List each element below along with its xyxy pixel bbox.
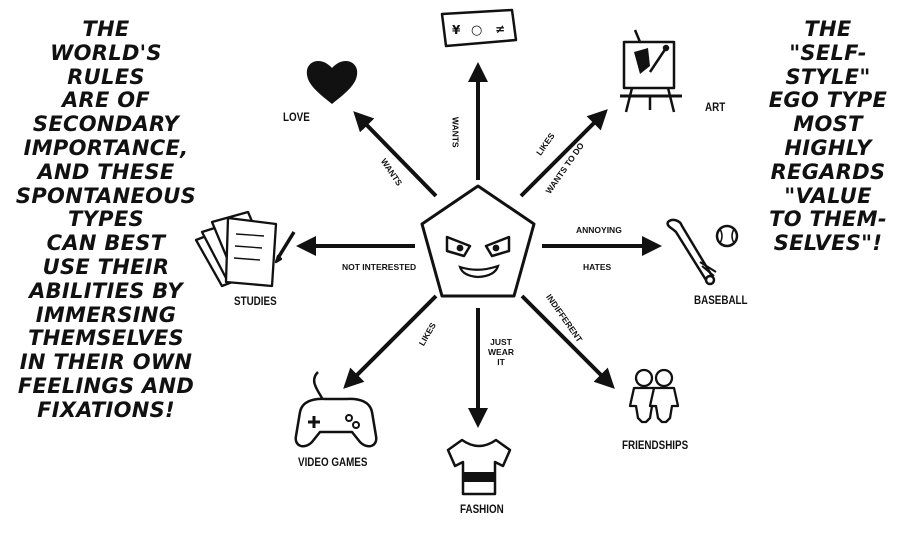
right-caption-line: "SELF-	[789, 40, 867, 65]
left-caption-line: RULES	[67, 64, 145, 89]
node-label-baseball: BASEBALL	[694, 293, 748, 307]
node-label-fashion: FASHION	[460, 502, 504, 516]
edge-label-just-wear-it-line: WEAR	[488, 347, 514, 357]
banknote-yen-symbol: ¥	[452, 23, 461, 37]
arrow-to-art	[519, 109, 608, 198]
edge-label-just-wear-it: JUST WEAR IT	[488, 337, 514, 367]
pentagon-face-icon	[420, 184, 536, 298]
right-caption: THE "SELF- STYLE" EGO TYPE MOST HIGHLY R…	[754, 17, 902, 256]
node-label-studies: STUDIES	[234, 294, 277, 308]
left-caption-line: SECONDARY	[32, 112, 180, 137]
node-label-friendships: FRIENDSHIPS	[622, 438, 689, 452]
arrow-to-video-games	[343, 294, 438, 389]
right-caption-line: SELVES"!	[773, 231, 883, 256]
left-caption-line: SPONTANEOUS	[15, 183, 197, 208]
right-caption-line: THE	[804, 17, 852, 41]
left-caption-line: ARE OF	[61, 88, 151, 113]
edge-label-wants-money: WANTS	[450, 116, 461, 148]
banknote-kanji-symbol: ≠	[495, 22, 505, 36]
left-caption-line: FIXATIONS!	[37, 397, 175, 422]
node-label-video-games: VIDEO GAMES	[298, 455, 368, 469]
baseball-icon	[715, 224, 739, 248]
right-caption-line: EGO TYPE	[768, 88, 888, 113]
edge-label-just-wear-it-line: JUST	[490, 337, 512, 347]
left-caption-line: TYPES	[68, 207, 144, 232]
left-caption-line: USE THEIR	[42, 254, 170, 279]
left-caption-line: IMMERSING	[35, 302, 177, 327]
game-controller-icon	[294, 371, 378, 448]
tshirt-icon	[446, 438, 512, 496]
left-caption-line: IMPORTANCE,	[23, 135, 189, 160]
left-caption-line: WORLD'S	[50, 40, 162, 65]
right-caption-line: MOST	[793, 112, 863, 137]
node-label-art: ART	[705, 100, 726, 114]
left-caption-line: FEELINGS AND	[17, 373, 195, 398]
left-caption-line: IN THEIR OWN	[19, 350, 193, 375]
left-caption-line: CAN BEST	[46, 231, 166, 256]
left-caption-line: ABILITIES BY	[29, 278, 183, 303]
banknote-icon: ¥ ○ ≠	[440, 8, 518, 48]
right-caption-line: "VALUE	[784, 183, 872, 208]
edge-label-annoying: ANNOYING	[576, 225, 622, 235]
arrow-to-friendships	[520, 294, 615, 389]
left-caption-line: AND THESE	[37, 159, 175, 184]
easel-icon	[620, 29, 682, 113]
baseball-bat-icon	[666, 218, 717, 286]
papers-icon	[194, 210, 296, 288]
right-caption-line: REGARDS	[770, 159, 886, 184]
left-caption-line: THE	[82, 17, 130, 41]
banknote-circle-symbol: ○	[471, 23, 482, 38]
right-caption-line: STYLE"	[785, 64, 871, 89]
edge-label-just-wear-it-line: IT	[497, 357, 505, 367]
two-people-icon	[628, 368, 680, 424]
heart-icon	[306, 61, 358, 104]
arrow-to-love	[353, 111, 438, 198]
edge-label-not-interested: NOT INTERESTED	[342, 262, 417, 272]
left-caption-line: THEMSELVES	[28, 326, 184, 351]
right-caption-line: HIGHLY	[784, 135, 872, 160]
left-caption: THE WORLD'S RULES ARE OF SECONDARY IMPOR…	[6, 17, 206, 423]
edge-label-hates: HATES	[583, 262, 612, 272]
right-caption-line: TO THEM-	[769, 207, 887, 232]
node-label-love: LOVE	[283, 110, 310, 124]
